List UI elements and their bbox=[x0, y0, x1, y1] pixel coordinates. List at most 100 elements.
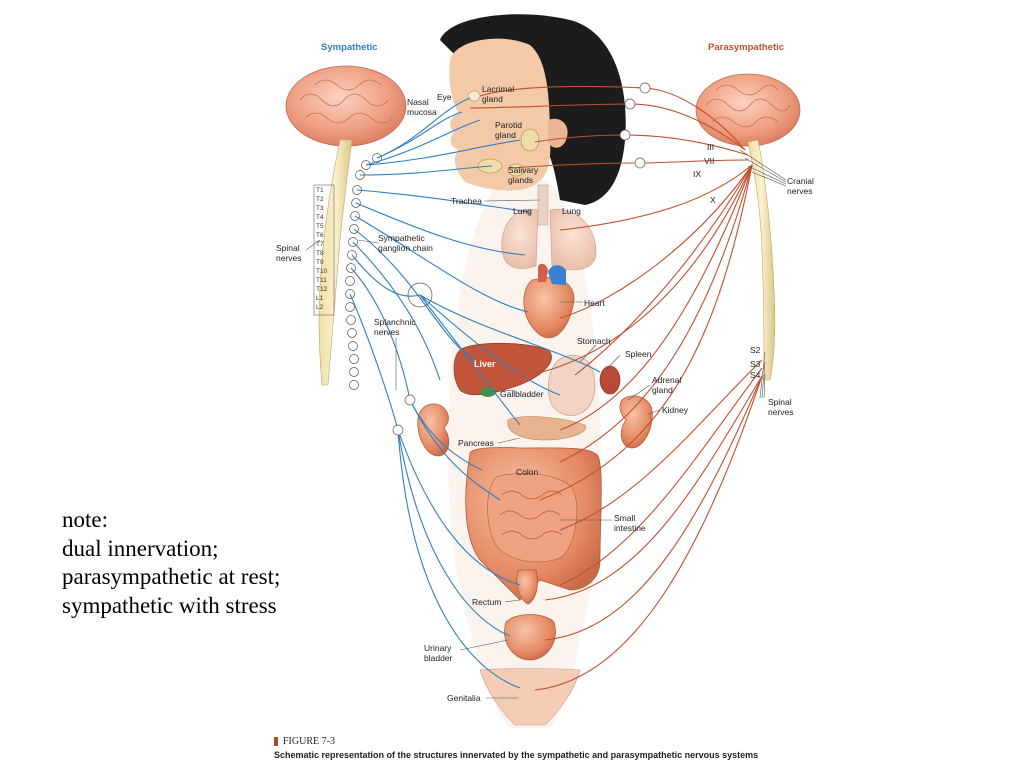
label-stomach: Stomach bbox=[577, 336, 611, 346]
label-cn-x: X bbox=[710, 195, 716, 205]
segment-t8: T8 bbox=[316, 250, 324, 257]
label-pancreas: Pancreas bbox=[458, 438, 494, 448]
segment-t2: T2 bbox=[316, 196, 324, 203]
label-salivary-1: Salivary bbox=[508, 165, 539, 175]
para-to-colon bbox=[559, 164, 753, 463]
symp-to-bladder bbox=[397, 429, 511, 637]
label-heart: Heart bbox=[584, 298, 605, 308]
para-to-lung bbox=[559, 164, 753, 231]
right-brain-folds bbox=[705, 84, 791, 128]
label-s3: S3 bbox=[750, 359, 761, 369]
segment-t12: T12 bbox=[316, 286, 328, 293]
note-line: sympathetic with stress bbox=[62, 592, 277, 618]
symp-to-trachea bbox=[356, 189, 531, 213]
ganglion-node bbox=[348, 341, 358, 351]
heart-vessel-blue bbox=[548, 265, 566, 285]
label-nasal-1: Nasal bbox=[407, 97, 429, 107]
label-cn-ix: IX bbox=[693, 169, 701, 179]
label-adrenal-1: Adrenal bbox=[652, 375, 681, 385]
label-parotid-2: gland bbox=[495, 130, 516, 140]
symp-to-colon bbox=[409, 399, 483, 471]
label-cn-vii: VII bbox=[704, 156, 714, 166]
sympathetic-ganglion-chain bbox=[345, 153, 382, 390]
inferior-ganglion bbox=[392, 424, 404, 436]
segment-l2: L2 bbox=[316, 304, 324, 311]
figure-description: Schematic representation of the structur… bbox=[274, 750, 759, 760]
ganglion-node bbox=[345, 276, 355, 286]
pancreas-shape bbox=[507, 416, 587, 441]
label-colon: Colon bbox=[516, 467, 538, 477]
label-s4: S4 bbox=[750, 370, 761, 380]
para-sacral-2 bbox=[559, 367, 763, 586]
label-s2: S2 bbox=[750, 345, 761, 355]
symp-to-rectum bbox=[397, 429, 521, 586]
heart-organ bbox=[523, 263, 575, 339]
label-splanchnic-1: Splanchnic bbox=[374, 317, 416, 327]
segment-box bbox=[313, 184, 335, 316]
symp-to-kidney-l bbox=[352, 241, 441, 381]
symp-to-eye bbox=[376, 111, 463, 159]
symp-to-nasal bbox=[365, 119, 481, 166]
symp-to-lung bbox=[355, 202, 526, 256]
figure-marker bbox=[274, 737, 278, 746]
heart-vessel-red bbox=[538, 263, 548, 282]
celiac-ganglion bbox=[407, 282, 433, 308]
label-ganglion-2: ganglion chain bbox=[378, 243, 433, 253]
ganglion-node bbox=[347, 328, 357, 338]
label-parotid-1: Parotid bbox=[495, 120, 522, 130]
segment-t5: T5 bbox=[316, 223, 324, 230]
symp-to-stomach bbox=[419, 294, 561, 396]
lacrimal-gland-shape bbox=[467, 90, 481, 102]
label-trachea: Trachea bbox=[451, 196, 482, 206]
label-splanchnic-2: nerves bbox=[374, 327, 400, 337]
label-kidney: Kidney bbox=[662, 405, 689, 415]
label-spinal-right-1: Spinal bbox=[768, 397, 792, 407]
segment-t1: T1 bbox=[316, 187, 324, 194]
ganglion-node bbox=[346, 315, 356, 325]
parasympathetic-header: Parasympathetic bbox=[708, 42, 784, 53]
segment-t4: T4 bbox=[316, 214, 324, 221]
otic-ganglion bbox=[619, 129, 631, 141]
label-rectum: Rectum bbox=[472, 597, 501, 607]
label-spinal-left-1: Spinal bbox=[276, 243, 300, 253]
left-kidney-shape bbox=[417, 403, 450, 457]
face bbox=[449, 38, 551, 191]
note-line: note: bbox=[62, 507, 108, 532]
note-line: dual innervation; bbox=[62, 535, 219, 561]
right-spinal-cord bbox=[747, 139, 776, 381]
label-ganglion-1: Sympathetic bbox=[378, 233, 426, 243]
cranial-leader-lines bbox=[739, 149, 787, 399]
left-brain-shape bbox=[285, 65, 407, 147]
symp-to-genitalia bbox=[397, 429, 521, 689]
segment-l1: L1 bbox=[316, 295, 324, 302]
left-brain-folds bbox=[299, 79, 394, 124]
para-to-small-intestine bbox=[539, 164, 753, 501]
sympathetic-nerves bbox=[349, 97, 601, 689]
label-adrenal-2: gland bbox=[652, 385, 673, 395]
sympathetic-header: Sympathetic bbox=[321, 42, 378, 53]
segment-t3: T3 bbox=[316, 205, 324, 212]
label-urinary-2: bladder bbox=[424, 653, 453, 663]
symp-to-heart bbox=[354, 215, 529, 313]
label-nasal-2: mucosa bbox=[407, 107, 437, 117]
note-text: note: dual innervation; parasympathetic … bbox=[62, 506, 362, 620]
label-cranial-2: nerves bbox=[787, 186, 813, 196]
label-lacrimal-1: Lacrimal bbox=[482, 84, 514, 94]
thoracic-segments: T1 T2 T3 T4 T5 T6 T7 T8 T9 T10 T11 T12 L… bbox=[313, 184, 335, 316]
label-small-intestine-1: Small bbox=[614, 513, 635, 523]
segment-t9: T9 bbox=[316, 259, 324, 266]
label-gallbladder: Gallbladder bbox=[500, 389, 544, 399]
label-small-intestine-2: intestine bbox=[614, 523, 646, 533]
genitalia-shape bbox=[479, 668, 581, 726]
ganglion-node bbox=[349, 367, 359, 377]
right-kidney-shape bbox=[619, 395, 653, 449]
symp-splanchnic-3 bbox=[349, 293, 399, 431]
intestines bbox=[465, 447, 602, 605]
symp-to-parotid bbox=[365, 139, 521, 166]
label-lung-right: Lung bbox=[562, 206, 581, 216]
note-line: parasympathetic at rest; bbox=[62, 564, 281, 589]
spleen-shape bbox=[599, 365, 621, 395]
label-cn-iii: III bbox=[707, 142, 714, 152]
label-salivary-2: glands bbox=[508, 175, 533, 185]
